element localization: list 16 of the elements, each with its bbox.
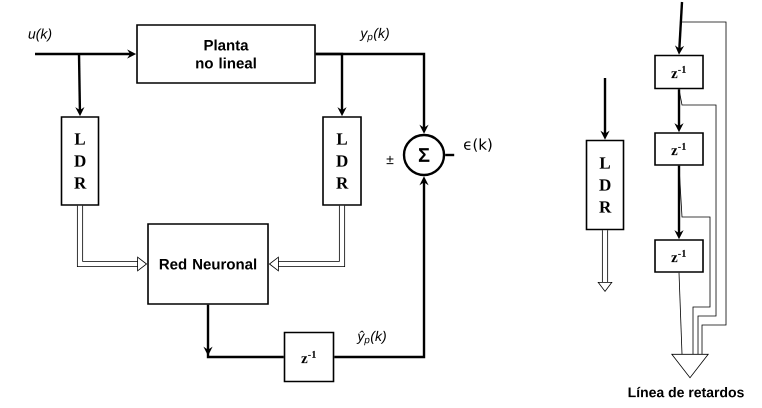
ldr-box: L D R xyxy=(322,116,362,206)
delay-box: z$^{-1}$ xyxy=(654,239,704,273)
signal-label: u(k) xyxy=(28,28,52,42)
signal-label: ϵ(k) xyxy=(464,138,492,152)
signal-label: y$_{p}$(k) xyxy=(360,28,389,42)
process-box: Red Neuronal xyxy=(147,223,269,305)
signal-label: ± xyxy=(386,156,394,164)
node-label: Línea de retardos xyxy=(628,386,744,398)
delay-box: z$^{-1}$ xyxy=(654,132,704,166)
summing-junction: Σ xyxy=(402,134,446,176)
process-box: Planta no lineal xyxy=(136,24,316,84)
delay-box: z$^{-1}$ xyxy=(284,332,334,382)
ldr-box: L D R xyxy=(586,140,624,230)
delay-box: z$^{-1}$ xyxy=(654,54,704,90)
ldr-box: L D R xyxy=(60,116,100,206)
signal-label: ŷ$_{p}$(k) xyxy=(356,330,386,346)
